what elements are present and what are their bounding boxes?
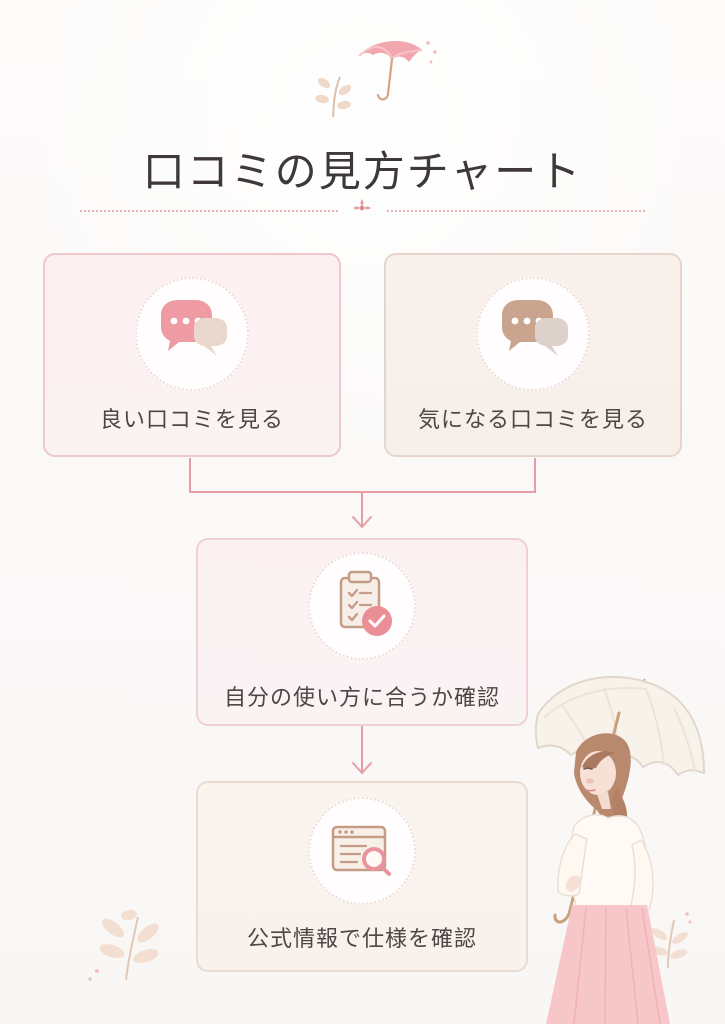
official-check-card: 公式情報で仕様を確認 — [196, 781, 528, 972]
browser-search-icon — [331, 825, 391, 876]
fit-check-card: 自分の使い方に合うか確認 — [196, 538, 528, 726]
merge-arrow-head — [352, 516, 372, 528]
official-check-label: 公式情報で仕様を確認 — [246, 927, 477, 952]
flower-ornament-icon — [353, 199, 371, 211]
concern-reviews-card: 気になる口コミを見る — [384, 253, 682, 457]
fit-check-label: 自分の使い方に合うか確認 — [223, 686, 500, 711]
concern-reviews-icon-frame — [476, 277, 590, 391]
fit-check-icon-frame — [308, 552, 416, 660]
dotted-line-left — [80, 210, 338, 212]
chat-bubbles-icon — [161, 300, 227, 356]
title-divider — [80, 199, 645, 212]
page-title: 口コミの見方チャート — [142, 147, 583, 196]
merge-connector-right — [362, 458, 536, 493]
good-reviews-icon-frame — [135, 277, 249, 391]
good-reviews-label: 良い口コミを見る — [99, 408, 284, 433]
leaf-branch-right-icon — [650, 912, 692, 969]
dotted-line-right — [387, 210, 645, 212]
good-reviews-card: 良い口コミを見る — [43, 253, 341, 457]
merge-connector-left — [189, 458, 362, 493]
parasol-icon — [358, 41, 437, 101]
clipboard-check-icon — [339, 570, 392, 636]
official-check-icon-frame — [308, 797, 416, 905]
woman-with-parasol-illustration — [534, 675, 706, 1024]
chat-bubbles-icon — [502, 300, 568, 356]
leaf-branch-left-icon — [88, 909, 159, 981]
leaf-sprig-icon — [315, 76, 352, 118]
concern-reviews-label: 気になる口コミを見る — [417, 408, 648, 433]
next-step-arrow-head — [352, 762, 372, 774]
